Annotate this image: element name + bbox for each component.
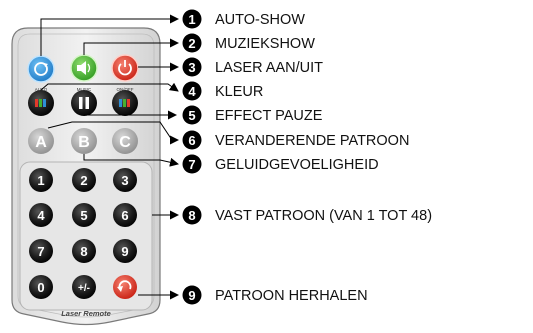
cycle-icon (44, 63, 48, 67)
number-label: 3 (121, 173, 128, 188)
power-icon (118, 60, 132, 76)
plus-minus-button[interactable]: +/- (72, 275, 96, 299)
number-label: 1 (37, 173, 44, 188)
callout-badge-7: 7 (182, 154, 202, 174)
callout-badge-5: 5 (182, 105, 202, 125)
keypad-panel (19, 161, 153, 311)
callout-line-1 (40, 14, 179, 56)
callout-badge-8: 8 (182, 205, 202, 225)
callout-badge-1: 1 (182, 9, 202, 29)
pause-button[interactable] (71, 90, 97, 116)
repeat-icon (117, 280, 132, 292)
callout-label-4: KLEUR (215, 84, 263, 100)
callout-labels: AUTO-SHOW MUZIEKSHOW LASER AAN/UIT KLEUR… (215, 12, 432, 304)
power-button-label: ON/OFF (117, 87, 134, 92)
callout-label-6: VERANDERENDE PATROON (215, 133, 409, 149)
number-label: 7 (37, 244, 44, 259)
number-button-2[interactable]: 2 (72, 168, 96, 192)
color-button[interactable] (28, 90, 54, 116)
number-label: 9 (121, 244, 128, 259)
number-label: 4 (37, 208, 45, 223)
svg-text:4: 4 (188, 84, 196, 99)
color-button-2[interactable] (112, 90, 138, 116)
callout-label-2: MUZIEKSHOW (215, 36, 315, 52)
plus-minus-label: +/- (78, 283, 90, 294)
callout-label-1: AUTO-SHOW (215, 12, 305, 28)
number-button-3[interactable]: 3 (113, 168, 137, 192)
svg-text:3: 3 (188, 60, 195, 75)
callout-badge-6: 6 (182, 130, 202, 150)
svg-text:7: 7 (188, 157, 195, 172)
svg-text:2: 2 (188, 36, 195, 51)
number-label: 8 (80, 244, 87, 259)
svg-text:1: 1 (188, 12, 195, 27)
number-button-1[interactable]: 1 (29, 168, 53, 192)
callout-badge-2: 2 (182, 33, 202, 53)
callout-label-7: GELUIDGEVOELIGHEID (215, 157, 379, 173)
callout-line-4 (40, 82, 179, 92)
color-bars-icon (119, 99, 130, 107)
number-button-8[interactable]: 8 (72, 239, 96, 263)
callout-line-7 (83, 154, 179, 167)
c-button-label: C (119, 134, 131, 151)
speaker-icon (77, 61, 91, 75)
pause-icon (79, 97, 89, 109)
number-label: 2 (80, 173, 87, 188)
a-button[interactable]: A (28, 128, 54, 154)
number-button-5[interactable]: 5 (72, 203, 96, 227)
color-bars-icon (35, 99, 46, 107)
callout-lines (40, 14, 179, 300)
callout-badge-4: 4 (182, 81, 202, 101)
number-button-7[interactable]: 7 (29, 239, 53, 263)
power-button[interactable]: ON/OFF (111, 54, 139, 92)
b-button-label: B (78, 134, 90, 151)
number-button-4[interactable]: 4 (29, 203, 53, 227)
number-label: 0 (37, 280, 44, 295)
svg-text:6: 6 (188, 133, 195, 148)
number-label: 5 (80, 208, 87, 223)
svg-text:8: 8 (188, 208, 195, 223)
callout-badge-9: 9 (182, 285, 202, 305)
music-button-label: MUSIC (77, 87, 92, 92)
repeat-button[interactable] (113, 275, 137, 299)
callout-label-5: EFFECT PAUZE (215, 108, 323, 124)
remote-brand: Laser Remote (61, 309, 111, 318)
callout-label-8: VAST PATROON (VAN 1 TOT 48) (215, 208, 432, 224)
a-button-label: A (35, 134, 47, 151)
svg-text:5: 5 (188, 108, 195, 123)
svg-text:9: 9 (188, 288, 195, 303)
callout-label-3: LASER AAN/UIT (215, 60, 323, 76)
callout-badges: 1 2 3 4 5 6 7 8 9 (182, 9, 202, 305)
number-button-0[interactable]: 0 (29, 275, 53, 299)
callout-line-6 (47, 121, 179, 145)
callout-label-9: PATROON HERHALEN (215, 288, 368, 304)
number-button-9[interactable]: 9 (113, 239, 137, 263)
callout-badge-3: 3 (182, 57, 202, 77)
number-label: 6 (121, 208, 128, 223)
callout-line-2 (83, 38, 179, 55)
c-button[interactable]: C (112, 128, 138, 154)
b-button[interactable]: B (71, 128, 97, 154)
number-button-6[interactable]: 6 (113, 203, 137, 227)
